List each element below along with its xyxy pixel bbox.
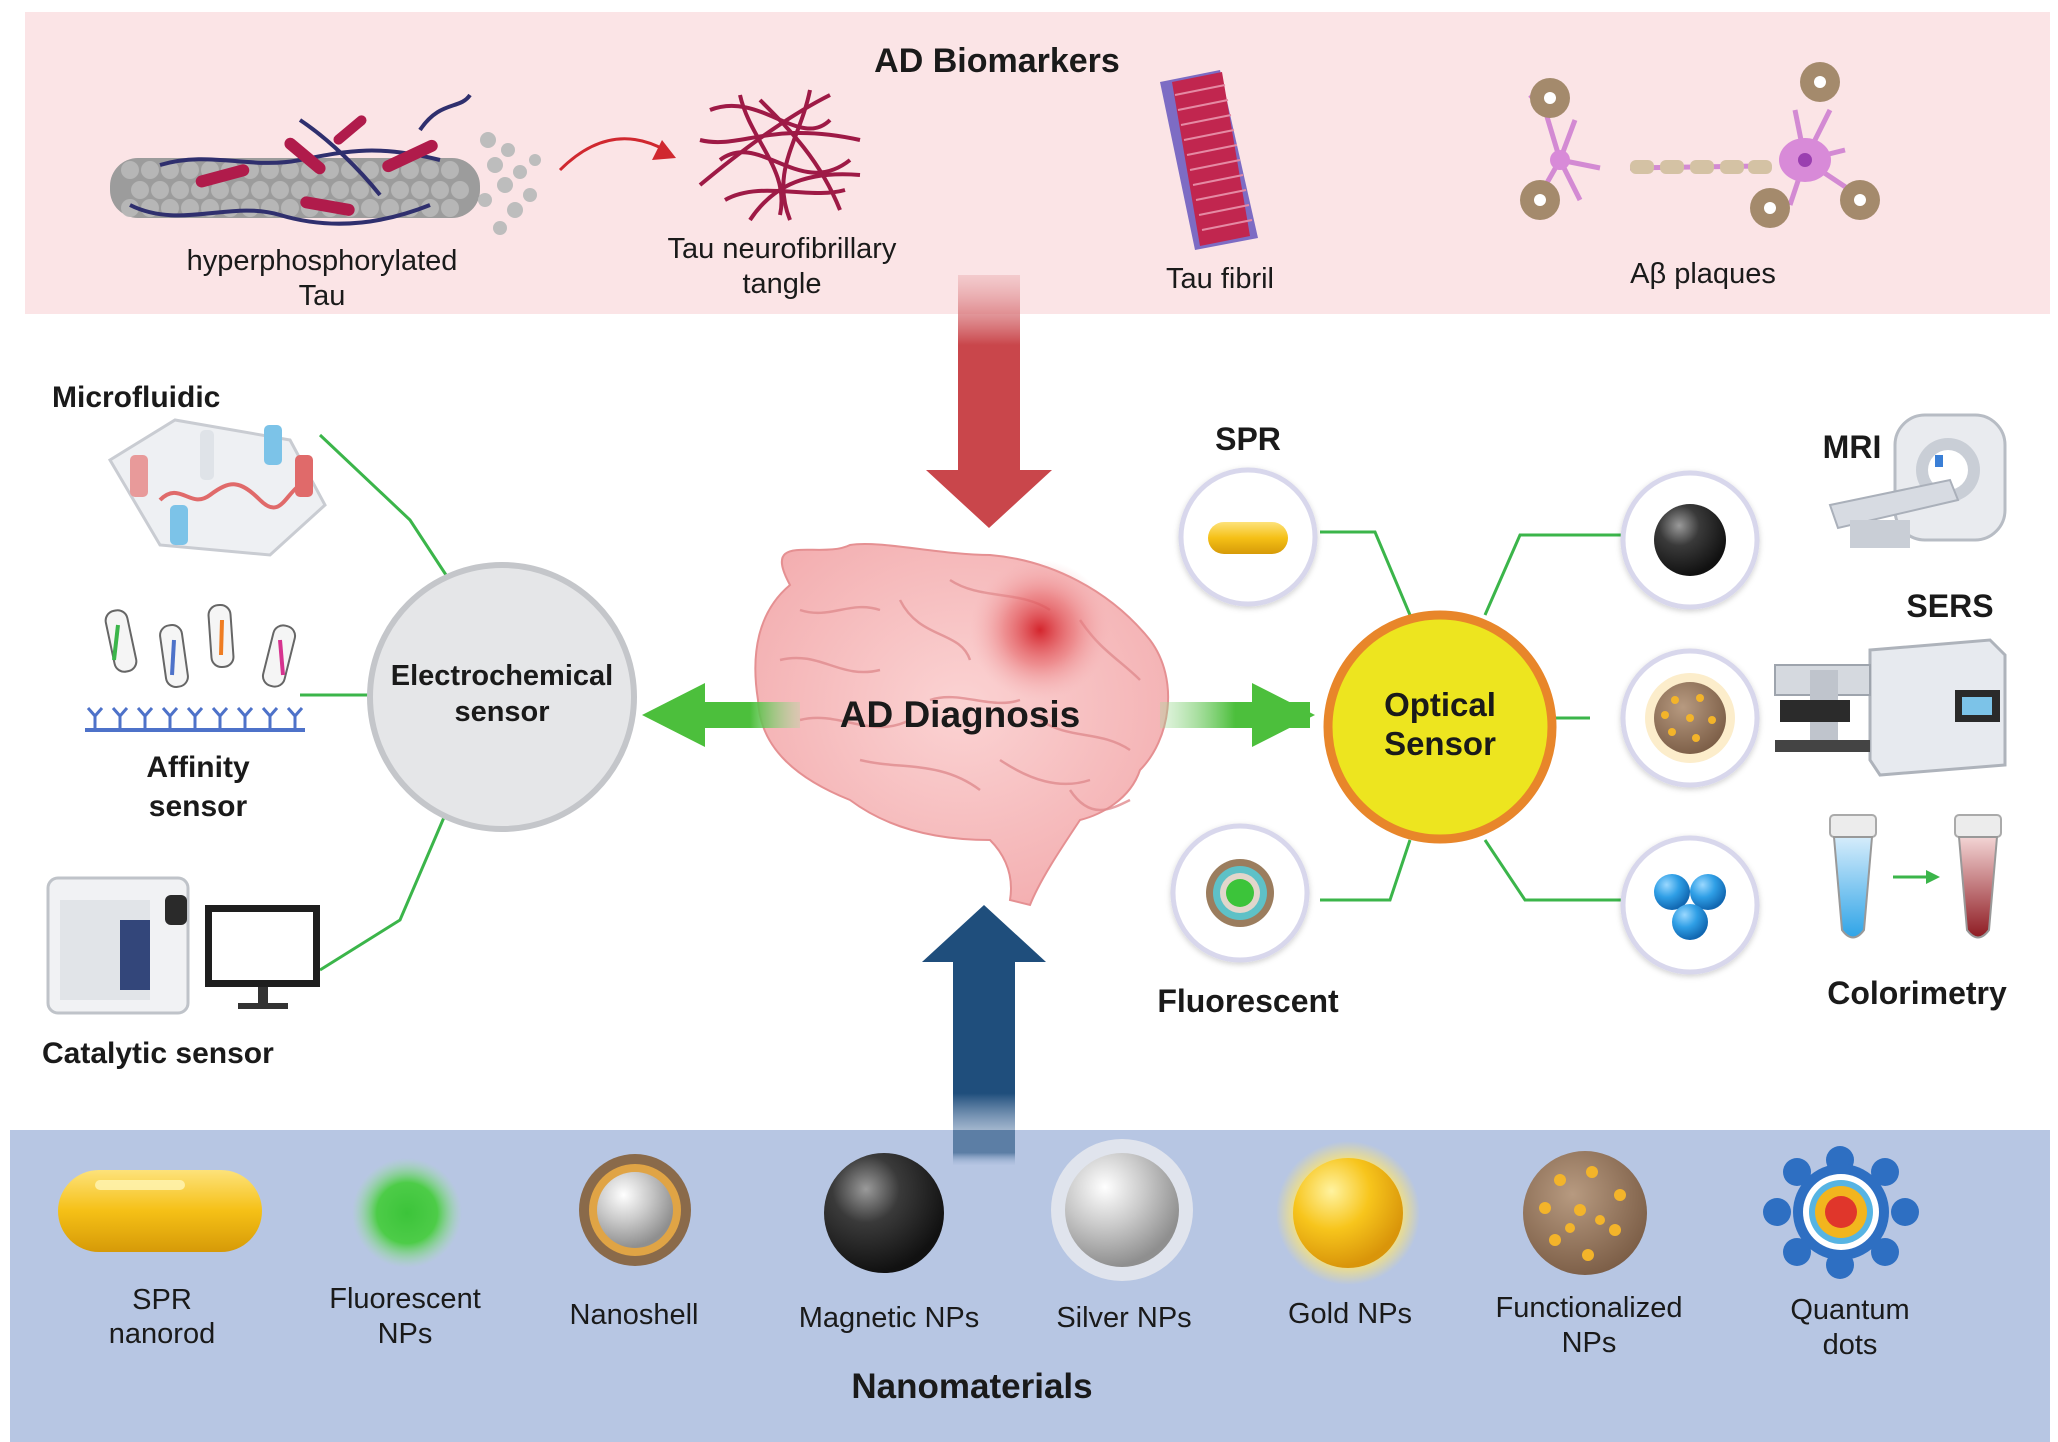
transition-arrow xyxy=(558,137,666,172)
tangle-label-line1: Tau neurofibrillary xyxy=(668,233,897,265)
center-diagnosis-label: AD Diagnosis xyxy=(840,694,1081,735)
nanomaterial-band xyxy=(10,1130,2050,1442)
nanomaterial-label-6-line1: Functionalized xyxy=(1496,1292,1683,1324)
nanomaterial-item-fluorescent xyxy=(352,1158,462,1268)
magnetic-mini xyxy=(1654,504,1726,576)
nanomaterial-label-2-line1: Nanoshell xyxy=(570,1299,699,1331)
blue-dots-mini xyxy=(1654,874,1726,940)
nanomaterials-title: Nanomaterials xyxy=(851,1367,1092,1406)
colorimetry-label: Colorimetry xyxy=(1827,975,2007,1011)
catalytic-sensor-illustration xyxy=(46,876,320,1015)
electrochemical-hub-line2: sensor xyxy=(454,696,549,728)
nanomaterial-label-1-line1: Fluorescent xyxy=(329,1283,481,1315)
nanomaterial-item-quantum-dot xyxy=(1763,1146,1919,1279)
nanomaterials-to-diagnosis-arrow xyxy=(922,905,1046,1165)
mri-scanner-illustration xyxy=(1828,413,2007,548)
nanomaterial-label-3-line1: Magnetic NPs xyxy=(799,1302,980,1334)
optical-hub-line2: Sensor xyxy=(1384,725,1496,762)
tau-label-line1: hyperphosphorylated xyxy=(187,245,458,277)
functionalized-mini xyxy=(1645,673,1735,763)
diagnosis-to-electrochemical-arrow xyxy=(642,683,800,747)
nanomaterial-item-gold xyxy=(1276,1141,1420,1285)
sers-label: SERS xyxy=(1906,588,1993,624)
affinity-label-line1: Affinity xyxy=(146,751,250,784)
biomarker-to-diagnosis-arrow xyxy=(926,275,1052,528)
nanomaterial-label-0-line1: SPR xyxy=(132,1284,192,1316)
fibril-label: Tau fibril xyxy=(1166,263,1274,295)
tangle-label-line2: tangle xyxy=(742,268,821,300)
nanomaterial-item-nanoshell xyxy=(579,1154,691,1266)
affinity-label-line2: sensor xyxy=(149,790,248,823)
tau-label-line2: Tau xyxy=(299,280,346,312)
catalytic-label: Catalytic sensor xyxy=(42,1037,274,1070)
blue-arrow-over-band xyxy=(953,1130,1015,1165)
affinity-sensor-illustration xyxy=(85,603,305,732)
biomarkers-title: AD Biomarkers xyxy=(874,42,1120,80)
sers-instrument-illustration xyxy=(1774,638,2007,777)
spr-nanorod-mini xyxy=(1208,522,1288,554)
plaques-label: Aβ plaques xyxy=(1630,258,1776,290)
nanomaterial-item-functionalized xyxy=(1523,1151,1647,1275)
nanomaterial-label-7-line2: dots xyxy=(1823,1329,1878,1361)
optical-hub-line1: Optical xyxy=(1384,686,1496,723)
fluorescent-label: Fluorescent xyxy=(1157,983,1339,1019)
electrochemical-hub xyxy=(367,562,637,832)
hyperphosphorylated-tau-illustration xyxy=(110,93,541,235)
nanomaterial-label-4-line1: Silver NPs xyxy=(1056,1302,1191,1334)
spr-label: SPR xyxy=(1215,421,1281,457)
nanomaterial-item-magnetic xyxy=(824,1153,944,1273)
nanomaterial-label-7-line1: Quantum xyxy=(1790,1294,1909,1326)
diagnosis-to-optical-arrow xyxy=(1160,683,1315,747)
microfluidic-label: Microfluidic xyxy=(52,381,220,414)
nanomaterial-item-silver xyxy=(1051,1139,1193,1281)
microfluidic-chip-illustration xyxy=(107,418,327,557)
electrochemical-connectors xyxy=(300,433,450,972)
optical-hub xyxy=(1323,610,1557,844)
colorimetry-tubes-illustration xyxy=(1829,814,2002,939)
tau-tangle-illustration xyxy=(698,89,861,222)
nanomaterial-label-6-line2: NPs xyxy=(1562,1327,1617,1359)
optical-connectors xyxy=(1320,530,1630,902)
neuron-plaques-illustration xyxy=(1520,62,1880,228)
electrochemical-hub-line1: Electrochemical xyxy=(391,660,613,692)
nanomaterial-label-5-line1: Gold NPs xyxy=(1288,1298,1412,1330)
mri-label: MRI xyxy=(1823,429,1882,465)
nanomaterial-item-spr-nanorod xyxy=(58,1170,262,1252)
nanomaterial-label-1-line2: NPs xyxy=(378,1318,433,1350)
brain-illustration xyxy=(754,543,1170,907)
nanoshell-mini xyxy=(1206,859,1274,927)
tau-fibril-illustration xyxy=(1160,70,1258,250)
nanomaterial-label-0-line2: nanorod xyxy=(109,1318,215,1350)
transition-arrowhead xyxy=(652,140,676,160)
